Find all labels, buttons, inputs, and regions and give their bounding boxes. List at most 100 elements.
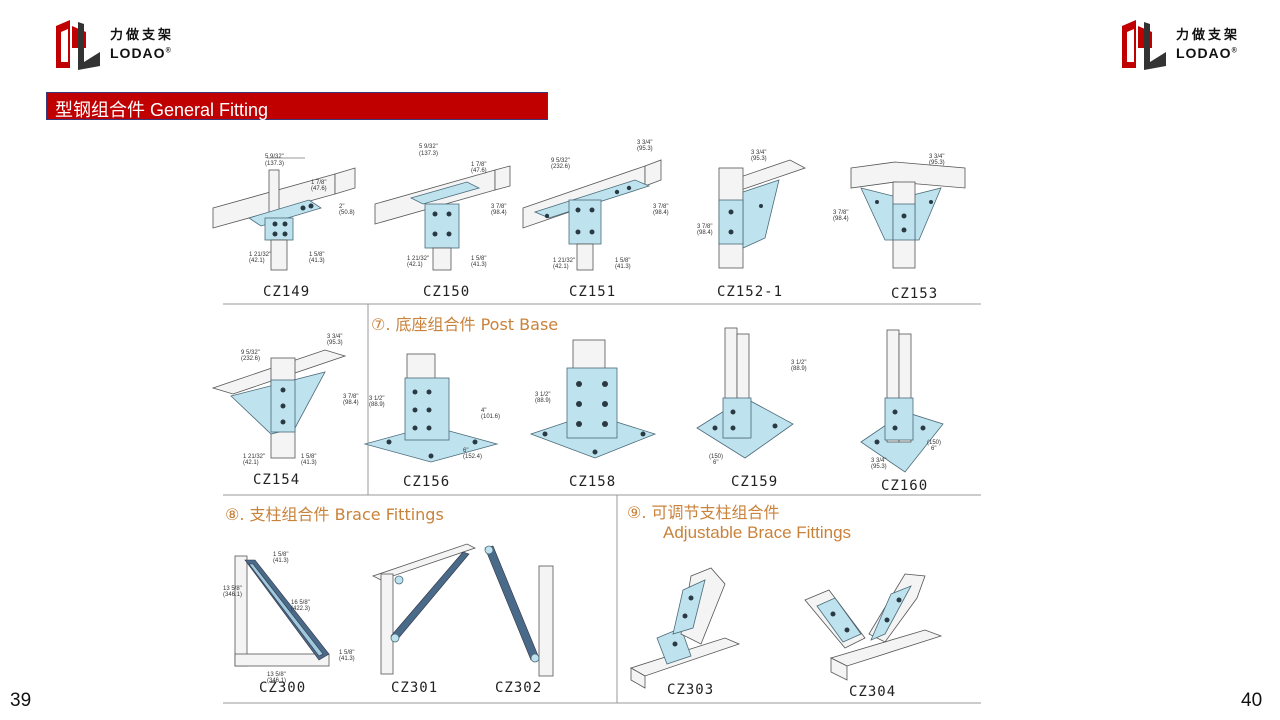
svg-text:(95.3): (95.3): [929, 160, 945, 166]
section-post-base: ⑦. 底座组合件 Post Base: [371, 315, 558, 334]
fittings-catalog: 5 9/32" (137.3) 1 7/8" (47.6) 2" (50.8) …: [205, 128, 995, 708]
svg-text:(137.3): (137.3): [419, 151, 438, 157]
svg-text:1 5/8": 1 5/8": [339, 650, 354, 656]
section-brace: ⑧. 支柱组合件 Brace Fittings: [225, 505, 444, 524]
svg-text:4": 4": [481, 408, 486, 414]
svg-text:(95.3): (95.3): [871, 464, 887, 470]
svg-text:3 3/4": 3 3/4": [871, 458, 886, 464]
svg-text:(98.4): (98.4): [697, 230, 713, 236]
part-label: CZ150: [423, 284, 470, 300]
svg-text:(98.4): (98.4): [343, 400, 359, 406]
svg-text:9 5/32": 9 5/32": [551, 158, 570, 164]
svg-text:3 3/4": 3 3/4": [327, 334, 342, 340]
svg-text:3 1/2": 3 1/2": [791, 360, 806, 366]
svg-text:3 7/8": 3 7/8": [343, 394, 358, 400]
section-adjustable-en: Adjustable Brace Fittings: [663, 523, 851, 542]
part-label: CZ300: [259, 680, 306, 696]
svg-text:(88.9): (88.9): [791, 366, 807, 372]
part-label: CZ302: [495, 680, 542, 696]
fitting-cz302: [484, 545, 554, 677]
svg-text:9 5/32": 9 5/32": [241, 350, 260, 356]
brand-logo-right: 力做支架 LODAO®: [1118, 16, 1240, 72]
fitting-cz153: 3 3/4" (95.3) 3 7/8" (98.4): [833, 154, 966, 269]
svg-text:(42.1): (42.1): [553, 264, 569, 270]
svg-text:1 7/8": 1 7/8": [311, 180, 326, 186]
svg-text:1 21/32": 1 21/32": [249, 252, 271, 258]
fitting-cz300: 1 5/8" (41.3) 13 5/8" (346.1) 16 5/8" (4…: [223, 552, 355, 684]
svg-text:(47.6): (47.6): [311, 186, 327, 192]
fitting-cz158: 3 1/2" (88.9): [529, 339, 657, 459]
svg-text:1 21/32": 1 21/32": [243, 454, 265, 460]
svg-text:(50.8): (50.8): [339, 210, 355, 216]
svg-text:(346.1): (346.1): [223, 592, 242, 598]
svg-text:(95.3): (95.3): [637, 146, 653, 152]
svg-text:(232.6): (232.6): [551, 164, 570, 170]
logo-chinese-text: 力做支架: [110, 27, 175, 43]
svg-text:3 3/4": 3 3/4": [929, 154, 944, 160]
svg-text:(41.3): (41.3): [339, 656, 355, 662]
svg-text:1 21/32": 1 21/32": [407, 256, 429, 262]
logo-english-text: LODAO®: [110, 44, 172, 61]
svg-text:(41.3): (41.3): [471, 262, 487, 268]
svg-text:1 5/8": 1 5/8": [309, 252, 324, 258]
fitting-cz303: [630, 567, 741, 689]
svg-text:(42.1): (42.1): [243, 460, 259, 466]
svg-text:(232.6): (232.6): [241, 356, 260, 362]
part-label: CZ303: [667, 682, 714, 698]
svg-text:(98.4): (98.4): [491, 210, 507, 216]
svg-text:(41.3): (41.3): [273, 558, 289, 564]
fitting-cz151: 9 5/32" (232.6) 3 3/4" (95.3) 3 7/8" (98…: [522, 140, 669, 271]
svg-text:(98.4): (98.4): [833, 216, 849, 222]
fitting-cz150: 5 9/32" (137.3) 1 7/8" (47.6) 3 7/8" (98…: [374, 144, 511, 271]
svg-text:(88.9): (88.9): [535, 398, 551, 404]
svg-text:(150): (150): [927, 440, 941, 446]
fitting-cz156: 3 1/2" (88.9) 4" (101.6) 6" (152.4): [363, 353, 500, 463]
brand-logo-left: 力做支架 LODAO®: [52, 16, 174, 72]
logo-chinese-text: 力做支架: [1176, 27, 1241, 43]
page-number-right: 40: [1241, 690, 1263, 711]
svg-text:(88.9): (88.9): [369, 402, 385, 408]
part-label: CZ154: [253, 472, 300, 488]
svg-text:(150): (150): [709, 454, 723, 460]
fl-logo-icon: [56, 20, 100, 70]
part-label: CZ153: [891, 286, 938, 302]
svg-text:(41.3): (41.3): [615, 264, 631, 270]
svg-text:3 7/8": 3 7/8": [833, 210, 848, 216]
part-label: CZ301: [391, 680, 438, 696]
fitting-cz152-1: 3 3/4" (95.3) 3 7/8" (98.4): [697, 150, 806, 269]
part-label: CZ152-1: [717, 284, 783, 300]
svg-text:5 9/32": 5 9/32": [265, 154, 284, 160]
svg-text:5 9/32": 5 9/32": [419, 144, 438, 150]
svg-text:3 3/4": 3 3/4": [637, 140, 652, 146]
part-label: CZ158: [569, 474, 616, 490]
fittings-diagram: 5 9/32" (137.3) 1 7/8" (47.6) 2" (50.8) …: [211, 140, 981, 704]
svg-text:2": 2": [339, 204, 344, 210]
fitting-cz160: (150) 6" 3 3/4" (95.3): [860, 329, 944, 473]
svg-text:1 7/8": 1 7/8": [471, 162, 486, 168]
svg-text:1 5/8": 1 5/8": [615, 258, 630, 264]
svg-text:6": 6": [931, 446, 936, 452]
svg-text:1 21/32": 1 21/32": [553, 258, 575, 264]
svg-text:3 3/4": 3 3/4": [751, 150, 766, 156]
svg-text:1 5/8": 1 5/8": [471, 256, 486, 262]
section-title-bar: 型钢组合件 General Fitting: [46, 92, 548, 120]
svg-text:3 1/2": 3 1/2": [369, 396, 384, 402]
svg-text:(152.4): (152.4): [463, 454, 482, 460]
svg-text:16 5/8": 16 5/8": [291, 600, 310, 606]
svg-text:1 5/8": 1 5/8": [301, 454, 316, 460]
svg-text:1 5/8": 1 5/8": [273, 552, 288, 558]
svg-text:(346.1): (346.1): [267, 678, 286, 684]
part-label: CZ156: [403, 474, 450, 490]
fl-logo-icon: [1122, 20, 1166, 70]
part-label: CZ304: [849, 684, 896, 700]
svg-text:3 1/2": 3 1/2": [535, 392, 550, 398]
part-label: CZ159: [731, 474, 778, 490]
svg-text:(98.4): (98.4): [653, 210, 669, 216]
svg-text:(47.6): (47.6): [471, 168, 487, 174]
svg-text:(42.1): (42.1): [407, 262, 423, 268]
fitting-cz149: 5 9/32" (137.3) 1 7/8" (47.6) 2" (50.8) …: [212, 154, 356, 271]
svg-text:(41.3): (41.3): [309, 258, 325, 264]
svg-text:3 7/8": 3 7/8": [697, 224, 712, 230]
svg-text:(95.3): (95.3): [327, 340, 343, 346]
fitting-cz301: [371, 543, 477, 675]
